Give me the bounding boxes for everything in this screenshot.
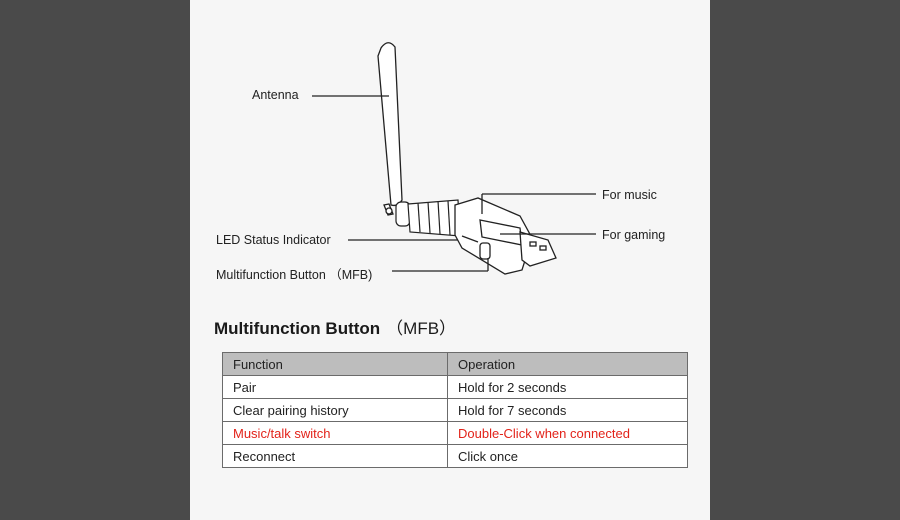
section-title-paren: （MFB） <box>386 319 457 338</box>
header-function: Function <box>222 352 448 376</box>
leader-lines <box>312 95 596 272</box>
header-operation: Operation <box>447 352 688 376</box>
function-cell: Reconnect <box>222 444 448 468</box>
operation-cell: Double-Click when connected <box>447 421 688 445</box>
operation-cell: Hold for 7 seconds <box>447 398 688 422</box>
callout-for-music: For music <box>602 188 657 202</box>
hinge <box>395 199 461 237</box>
dongle-diagram <box>312 42 596 275</box>
operation-cell: Hold for 2 seconds <box>447 375 688 399</box>
callout-antenna: Antenna <box>252 88 299 102</box>
mfb-table: Function Operation Pair Hold for 2 secon… <box>222 352 688 468</box>
table-row: Pair Hold for 2 seconds <box>222 375 688 399</box>
table-header-row: Function Operation <box>222 352 688 376</box>
section-title: Multifunction Button （MFB） <box>214 314 456 339</box>
table-row: Clear pairing history Hold for 7 seconds <box>222 398 688 422</box>
dongle-body <box>454 197 557 275</box>
callout-mfb: Multifunction Button （MFB) <box>216 268 373 282</box>
table-row: Reconnect Click once <box>222 444 688 468</box>
function-cell: Music/talk switch <box>222 421 448 445</box>
operation-cell: Click once <box>447 444 688 468</box>
antenna <box>377 42 403 216</box>
section-title-text: Multifunction Button <box>214 319 381 338</box>
function-cell: Pair <box>222 375 448 399</box>
callout-for-gaming: For gaming <box>602 228 666 242</box>
function-cell: Clear pairing history <box>222 398 448 422</box>
callout-led-status: LED Status Indicator <box>216 233 331 247</box>
table-row-highlighted: Music/talk switch Double-Click when conn… <box>222 421 688 445</box>
